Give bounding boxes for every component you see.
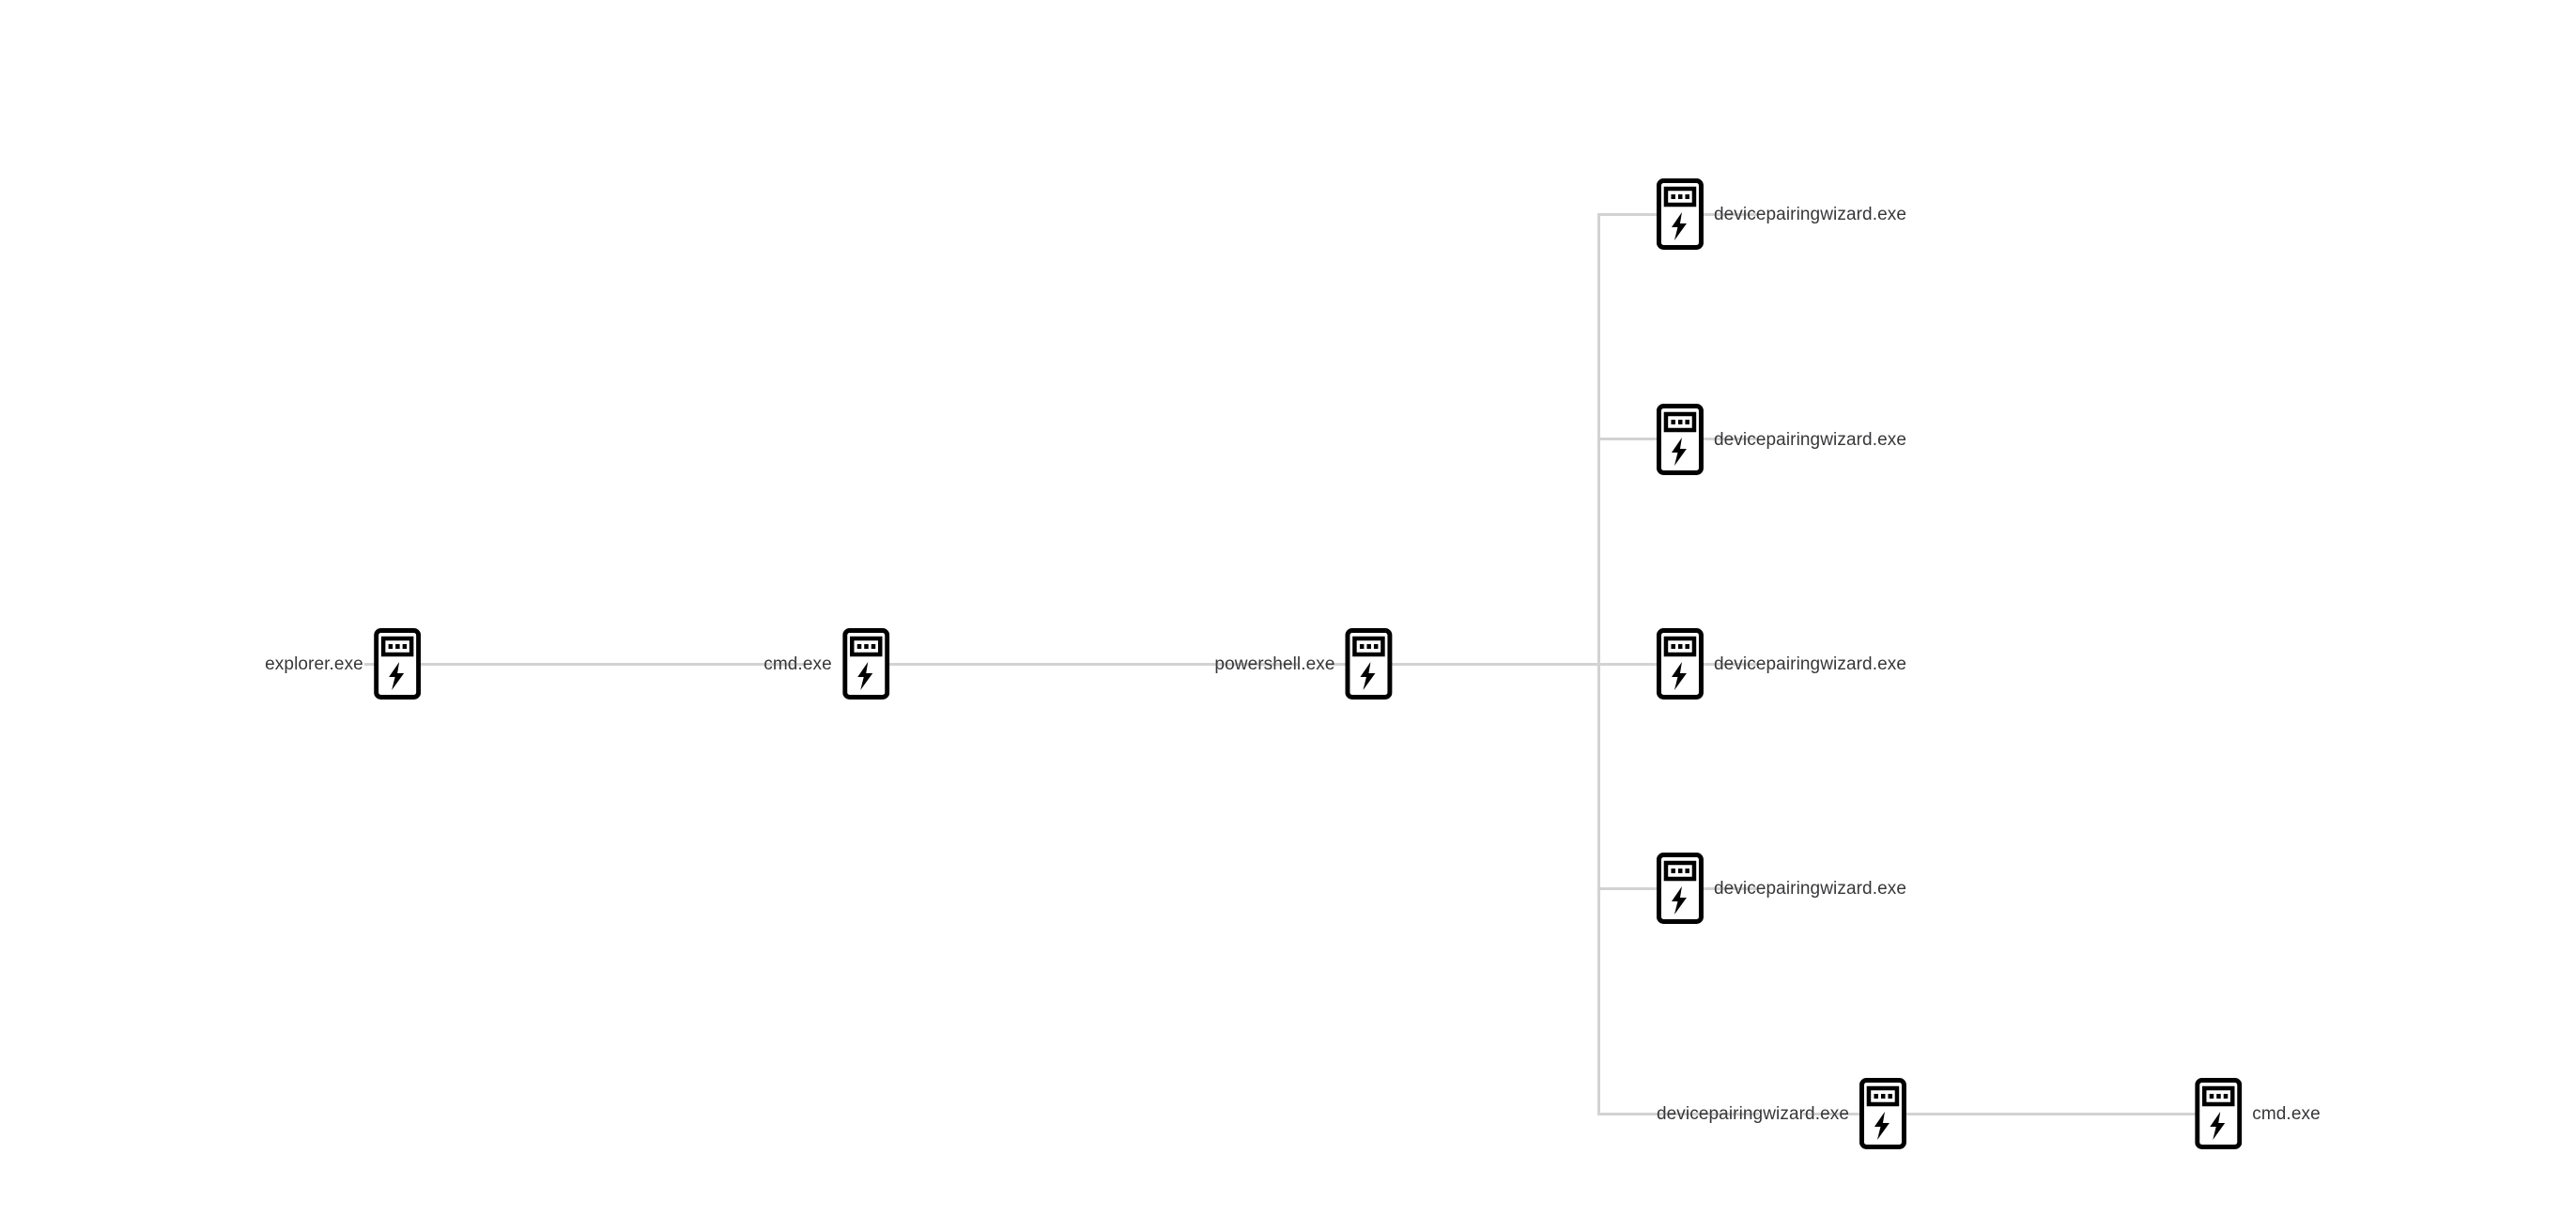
process-node-label: devicepairingwizard.exe xyxy=(1713,878,1907,899)
process-node-cmd-2[interactable]: cmd.exe xyxy=(2195,1078,2321,1149)
process-executable-icon xyxy=(841,628,889,700)
process-node-label: devicepairingwizard.exe xyxy=(1713,429,1907,450)
edge-powershell-to-branch xyxy=(1325,663,1759,666)
process-node-powershell[interactable]: powershell.exe xyxy=(1214,628,1393,700)
process-node-label: cmd.exe xyxy=(2252,1103,2321,1124)
process-executable-icon xyxy=(1656,178,1704,250)
process-executable-icon xyxy=(373,628,421,700)
process-executable-icon xyxy=(2195,1078,2243,1149)
edge-explorer-to-cmd xyxy=(364,663,806,666)
process-executable-icon xyxy=(1345,628,1393,700)
branch-bus-vertical xyxy=(1597,213,1600,1115)
process-node-label: powershell.exe xyxy=(1214,654,1335,674)
process-node-explorer[interactable]: explorer.exe xyxy=(265,628,421,700)
process-executable-icon xyxy=(1656,853,1704,924)
process-executable-icon xyxy=(1656,404,1704,475)
process-node-label: devicepairingwizard.exe xyxy=(1713,654,1907,674)
process-node-devicepairingwizard-2[interactable]: devicepairingwizard.exe xyxy=(1656,404,1907,475)
process-node-label: cmd.exe xyxy=(764,654,832,674)
edge-cmd-to-powershell xyxy=(848,663,1299,666)
edge-devicepairingwizard-to-cmd xyxy=(1803,1113,2235,1115)
edge-branch-to-child-5 xyxy=(1597,1113,1759,1115)
process-node-label: devicepairingwizard.exe xyxy=(1656,1103,1850,1124)
process-executable-icon xyxy=(1656,628,1704,700)
process-node-devicepairingwizard-5[interactable]: devicepairingwizard.exe xyxy=(1656,1078,1907,1149)
process-node-label: explorer.exe xyxy=(265,654,363,674)
process-node-devicepairingwizard-1[interactable]: devicepairingwizard.exe xyxy=(1656,178,1907,250)
process-node-cmd-1[interactable]: cmd.exe xyxy=(764,628,889,700)
process-node-devicepairingwizard-3[interactable]: devicepairingwizard.exe xyxy=(1656,628,1907,700)
process-node-label: devicepairingwizard.exe xyxy=(1713,204,1907,224)
process-executable-icon xyxy=(1859,1078,1907,1149)
process-node-devicepairingwizard-4[interactable]: devicepairingwizard.exe xyxy=(1656,853,1907,924)
